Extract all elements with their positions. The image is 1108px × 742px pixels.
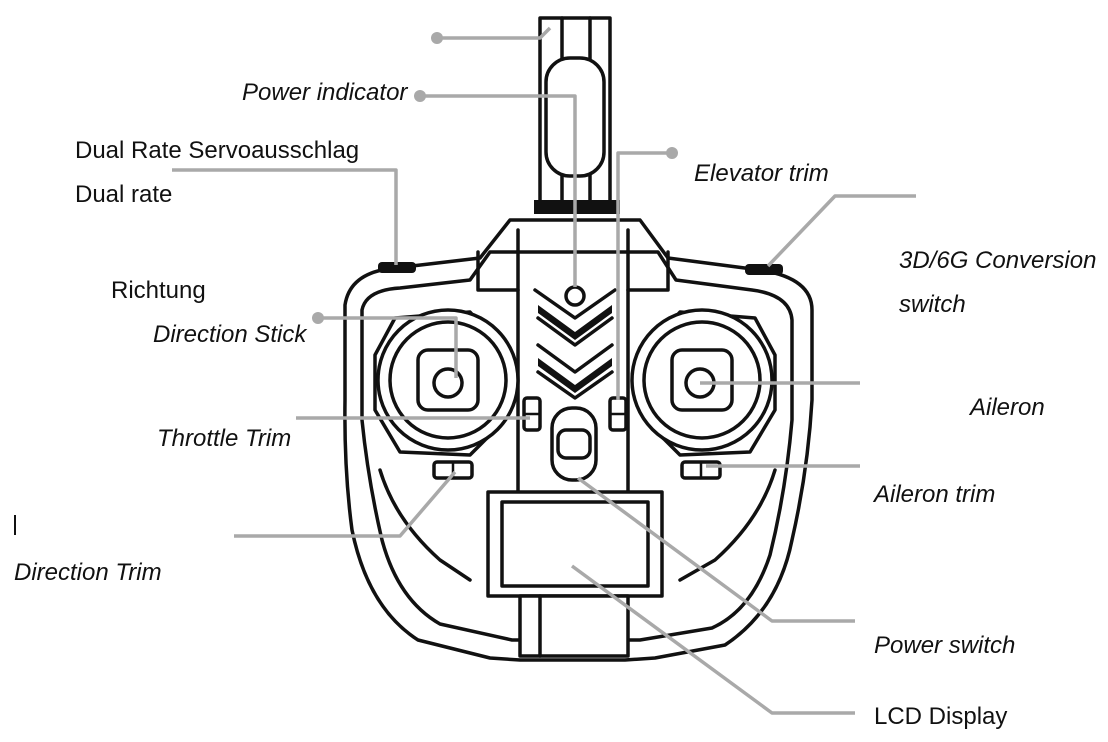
label-dual-rate-de: Dual Rate Servoausschlag [75,137,359,164]
transmitter-inner-contour [360,250,794,642]
label-aileron-trim: Aileron trim [872,481,995,508]
power-indicator-led [564,285,586,307]
label-power-indicator: Power indicator [242,79,408,106]
labels: Power indicator Dual Rate Servoausschlag… [14,79,1096,730]
throttle-trim-switch [522,396,542,432]
label-conversion-line2: switch [899,291,966,318]
label-throttle-trim: Throttle Trim [157,425,291,452]
leader-lines [172,26,916,715]
power-switch [550,406,598,482]
label-elevator-trim: Elevator trim [694,160,829,187]
label-lcd-display: LCD Display [874,703,1007,730]
label-aileron: Aileron [968,394,1045,421]
label-power-switch: Power switch [874,632,1015,659]
label-direction-stick: Direction Stick [153,321,308,348]
transmitter-drawing [343,16,814,662]
left-stick-gimbal [373,308,520,457]
label-conversion-line1: 3D/6G Conversion [899,247,1096,274]
direction-trim-switch [432,460,474,480]
label-direction-trim: Direction Trim [14,559,162,586]
elevator-trim-switch [608,396,628,432]
antenna [534,16,620,214]
label-richtung: Richtung [111,277,206,304]
label-dual-rate-en: Dual rate [75,181,172,208]
chevron-decoration [533,288,617,400]
dual-rate-switch [378,262,416,273]
conversion-switch [745,264,783,275]
lcd-display [486,490,664,658]
